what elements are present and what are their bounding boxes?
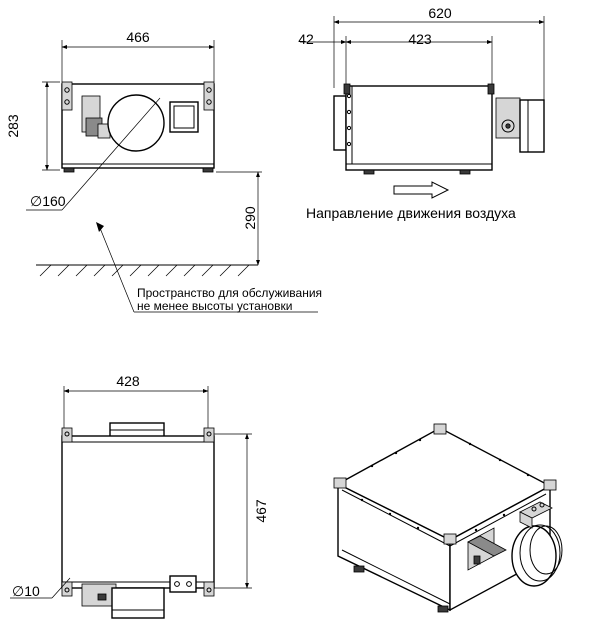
- service-space-line1: Пространство для обслуживания: [137, 286, 322, 300]
- service-clearance-label: 290: [242, 206, 258, 230]
- isometric-view: [333, 423, 563, 613]
- top-outlet-spigot: [111, 587, 165, 619]
- mount-hole-diameter-label: ∅10: [12, 583, 40, 599]
- service-space-line2: не менее высоты установки: [137, 299, 292, 313]
- top-view: 428 467 ∅10: [10, 373, 269, 619]
- front-access-panel: [169, 101, 199, 133]
- floor-hatching: [39, 264, 250, 277]
- top-width-label: 428: [116, 373, 140, 389]
- duct-diameter-label: ∅160: [30, 193, 66, 209]
- side-overall-length-label: 620: [428, 5, 452, 21]
- iso-rivets: [360, 438, 530, 532]
- front-bracket-left: [61, 81, 73, 111]
- side-housing: [345, 85, 493, 171]
- airflow-direction-label: Направление движения воздуха: [306, 205, 516, 221]
- top-housing: [61, 435, 215, 589]
- top-depth-label: 467: [253, 499, 269, 523]
- top-terminal-box: [169, 575, 197, 593]
- side-view: 620 42 423 Направление движения воздуха: [298, 5, 545, 221]
- front-bracket-right: [203, 81, 215, 111]
- side-outlet-spigot: [519, 99, 545, 153]
- front-height-label: 283: [5, 114, 21, 138]
- front-view: 466 283 ∅160: [5, 29, 322, 313]
- side-inlet-spigot: [333, 95, 347, 151]
- side-body-length-label: 423: [408, 31, 432, 47]
- airflow-arrow-icon: [393, 181, 450, 199]
- front-width-label: 466: [126, 29, 150, 45]
- side-spigot-length-label: 42: [298, 31, 314, 47]
